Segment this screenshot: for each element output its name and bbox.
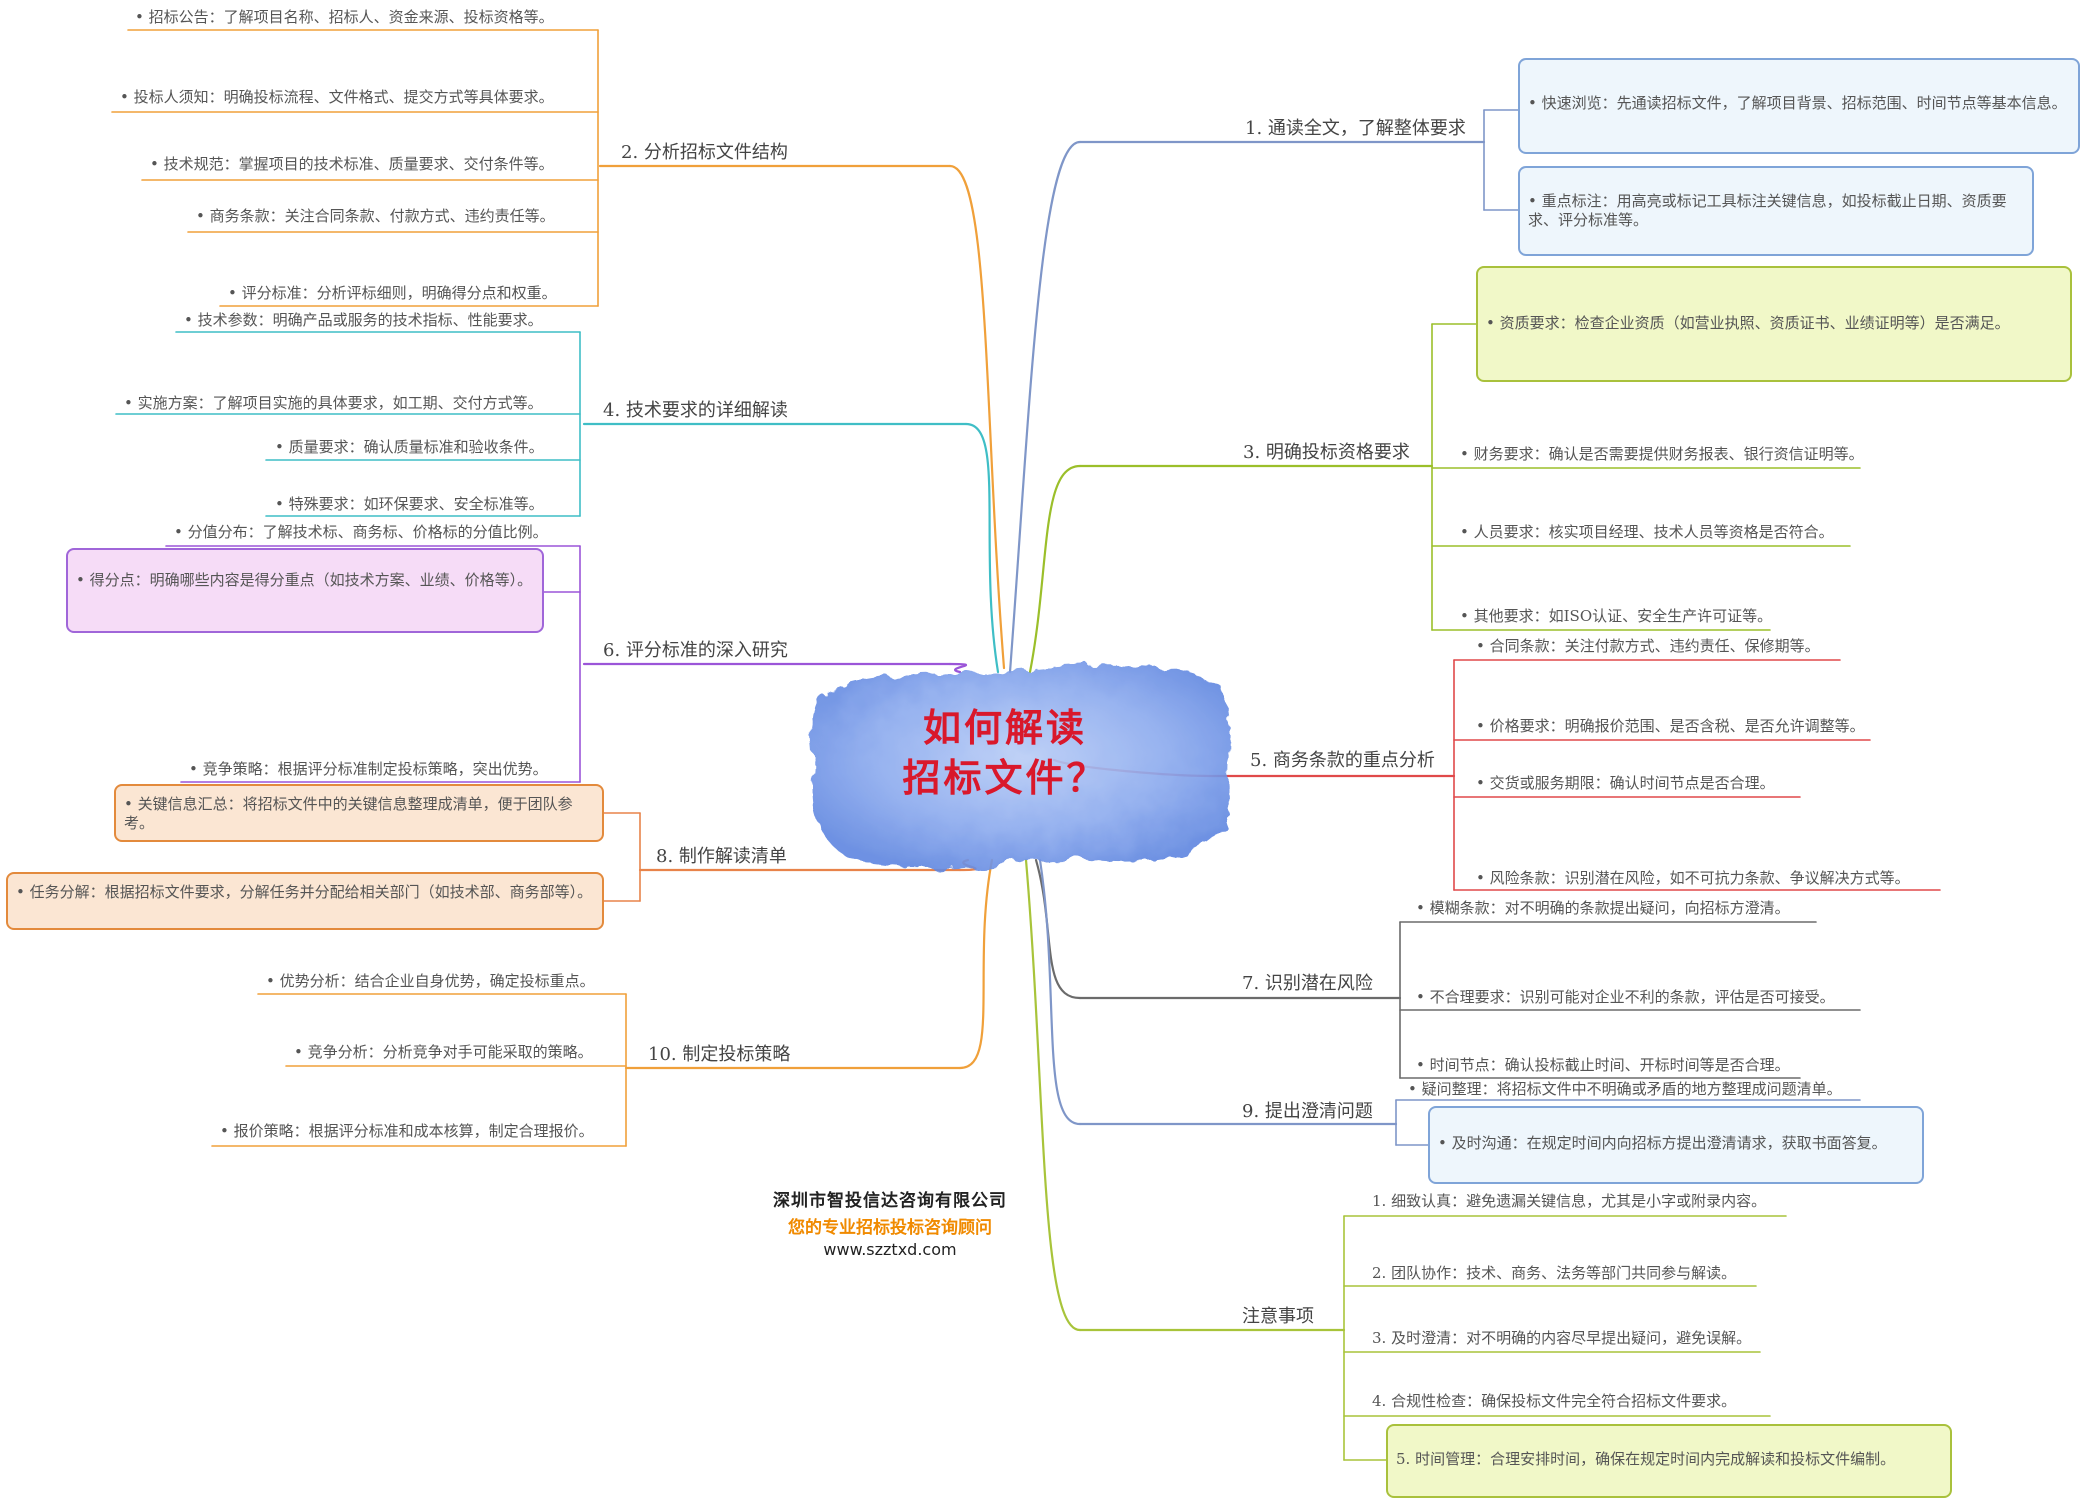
branch-8-item-1[interactable]: • 关键信息汇总：将招标文件中的关键信息整理成清单，便于团队参考。 bbox=[114, 784, 604, 842]
branch-6-topic[interactable]: 6. 评分标准的深入研究 bbox=[603, 640, 788, 661]
branch-7-item-1[interactable]: • 模糊条款：对不明确的条款提出疑问，向招标方澄清。 bbox=[1416, 899, 1790, 917]
notes-item-1[interactable]: 1. 细致认真：避免遗漏关键信息，尤其是小字或附录内容。 bbox=[1372, 1192, 1767, 1210]
branch-6-item-2[interactable]: • 得分点：明确哪些内容是得分重点（如技术方案、业绩、价格等）。 bbox=[66, 548, 544, 633]
link-b2-trunk bbox=[948, 164, 1006, 670]
company-info: 深圳市智投信达咨询有限公司 您的专业招标投标咨询顾问 www.szztxd.co… bbox=[740, 1186, 1040, 1259]
branch-2-item-1[interactable]: • 招标公告：了解项目名称、招标人、资金来源、投标资格等。 bbox=[135, 8, 554, 26]
link-b3-trunk bbox=[1028, 464, 1082, 674]
branch-3-item-2[interactable]: • 财务要求：确认是否需要提供财务报表、银行资信证明等。 bbox=[1460, 445, 1864, 463]
branch-9-item-2[interactable]: • 及时沟通：在规定时间内向招标方提出澄清请求，获取书面答复。 bbox=[1428, 1106, 1924, 1184]
link-b9-trunk bbox=[1038, 858, 1082, 1126]
branch-5-item-4[interactable]: • 风险条款：识别潜在风险，如不可抗力条款、争议解决方式等。 bbox=[1476, 869, 1910, 887]
link-b1-trunk bbox=[1008, 140, 1082, 674]
branch-5-topic[interactable]: 5. 商务条款的重点分析 bbox=[1250, 750, 1435, 771]
branch-1-item-2[interactable]: • 重点标注：用高亮或标记工具标注关键信息，如投标截止日期、资质要求、评分标准等… bbox=[1518, 166, 2034, 256]
central-topic[interactable]: 如何解读 招标文件？ bbox=[880, 703, 1130, 803]
branch-3-topic[interactable]: 3. 明确投标资格要求 bbox=[1243, 442, 1410, 463]
branch-1-topic[interactable]: 1. 通读全文，了解整体要求 bbox=[1245, 118, 1466, 139]
branch-9-topic[interactable]: 9. 提出澄清问题 bbox=[1242, 1101, 1373, 1122]
branch-2-topic[interactable]: 2. 分析招标文件结构 bbox=[621, 142, 788, 163]
branch-4-item-1[interactable]: • 技术参数：明确产品或服务的技术指标、性能要求。 bbox=[184, 311, 543, 329]
branch-10-item-3[interactable]: • 报价策略：根据评分标准和成本核算，制定合理报价。 bbox=[220, 1122, 594, 1140]
branch-3-item-4[interactable]: • 其他要求：如ISO认证、安全生产许可证等。 bbox=[1460, 607, 1773, 625]
branch-5-item-1[interactable]: • 合同条款：关注付款方式、违约责任、保修期等。 bbox=[1476, 637, 1820, 655]
branch-5-item-3[interactable]: • 交货或服务期限：确认时间节点是否合理。 bbox=[1476, 774, 1775, 792]
branch-6-item-1[interactable]: • 分值分布：了解技术标、商务标、价格标的分值比例。 bbox=[174, 523, 548, 541]
branch-2-item-2[interactable]: • 投标人须知：明确投标流程、文件格式、提交方式等具体要求。 bbox=[120, 88, 554, 106]
central-topic-line2: 招标文件？ bbox=[902, 756, 1108, 800]
notes-item-4[interactable]: 4. 合规性检查：确保投标文件完全符合招标文件要求。 bbox=[1372, 1392, 1737, 1410]
branch-3-item-1[interactable]: • 资质要求：检查企业资质（如营业执照、资质证书、业绩证明等）是否满足。 bbox=[1476, 266, 2072, 382]
notes-item-5[interactable]: 5. 时间管理：合理安排时间，确保在规定时间内完成解读和投标文件编制。 bbox=[1386, 1424, 1952, 1498]
link-b4-trunk bbox=[964, 422, 1000, 674]
company-url[interactable]: www.szztxd.com bbox=[823, 1240, 957, 1259]
branch-1-item-1[interactable]: • 快速浏览：先通读招标文件，了解项目背景、招标范围、时间节点等基本信息。 bbox=[1518, 58, 2080, 154]
branch-2-item-4[interactable]: • 商务条款：关注合同条款、付款方式、违约责任等。 bbox=[196, 207, 555, 225]
branch-8-topic[interactable]: 8. 制作解读清单 bbox=[656, 846, 787, 867]
branch-2-item-5[interactable]: • 评分标准：分析评标细则，明确得分点和权重。 bbox=[228, 284, 557, 302]
branch-5-item-2[interactable]: • 价格要求：明确报价范围、是否含税、是否允许调整等。 bbox=[1476, 717, 1865, 735]
branch-10-item-1[interactable]: • 优势分析：结合企业自身优势，确定投标重点。 bbox=[266, 972, 595, 990]
link-b7-trunk bbox=[1034, 858, 1082, 1000]
branch-10-item-2[interactable]: • 竞争分析：分析竞争对手可能采取的策略。 bbox=[294, 1043, 593, 1061]
central-node-brush-blob bbox=[812, 664, 1230, 870]
link-b10-trunk bbox=[958, 858, 994, 1070]
branch-4-item-4[interactable]: • 特殊要求：如环保要求、安全标准等。 bbox=[275, 495, 544, 513]
branch-4-topic[interactable]: 4. 技术要求的详细解读 bbox=[603, 400, 788, 421]
notes-item-3[interactable]: 3. 及时澄清：对不明确的内容尽早提出疑问，避免误解。 bbox=[1372, 1329, 1752, 1347]
company-slogan: 您的专业招标投标咨询顾问 bbox=[788, 1218, 992, 1238]
link-b6-trunk bbox=[948, 662, 967, 674]
branch-4-item-2[interactable]: • 实施方案：了解项目实施的具体要求，如工期、交付方式等。 bbox=[124, 394, 543, 412]
central-topic-line1: 如何解读 bbox=[922, 706, 1087, 750]
company-name: 深圳市智投信达咨询有限公司 bbox=[773, 1191, 1007, 1211]
branch-7-item-3[interactable]: • 时间节点：确认投标截止时间、开标时间等是否合理。 bbox=[1416, 1056, 1790, 1074]
branch-8-item-2[interactable]: • 任务分解：根据招标文件要求，分解任务并分配给相关部门（如技术部、商务部等）。 bbox=[6, 872, 604, 930]
branch-7-item-2[interactable]: • 不合理要求：识别可能对企业不利的条款，评估是否可接受。 bbox=[1416, 988, 1835, 1006]
branch-7-topic[interactable]: 7. 识别潜在风险 bbox=[1242, 973, 1373, 994]
branch-9-item-1[interactable]: • 疑问整理：将招标文件中不明确或矛盾的地方整理成问题清单。 bbox=[1408, 1080, 1842, 1098]
notes-item-2[interactable]: 2. 团队协作：技术、商务、法务等部门共同参与解读。 bbox=[1372, 1264, 1737, 1282]
branch-3-item-3[interactable]: • 人员要求：核实项目经理、技术人员等资格是否符合。 bbox=[1460, 523, 1834, 541]
branch-4-item-3[interactable]: • 质量要求：确认质量标准和验收条件。 bbox=[275, 438, 544, 456]
link-b11-trunk bbox=[1024, 858, 1082, 1332]
branch-2-item-3[interactable]: • 技术规范：掌握项目的技术标准、质量要求、交付条件等。 bbox=[150, 155, 554, 173]
branch-6-item-3[interactable]: • 竞争策略：根据评分标准制定投标策略，突出优势。 bbox=[189, 760, 548, 778]
branch-notes-topic[interactable]: 注意事项 bbox=[1242, 1306, 1314, 1327]
branch-10-topic[interactable]: 10. 制定投标策略 bbox=[648, 1044, 791, 1065]
